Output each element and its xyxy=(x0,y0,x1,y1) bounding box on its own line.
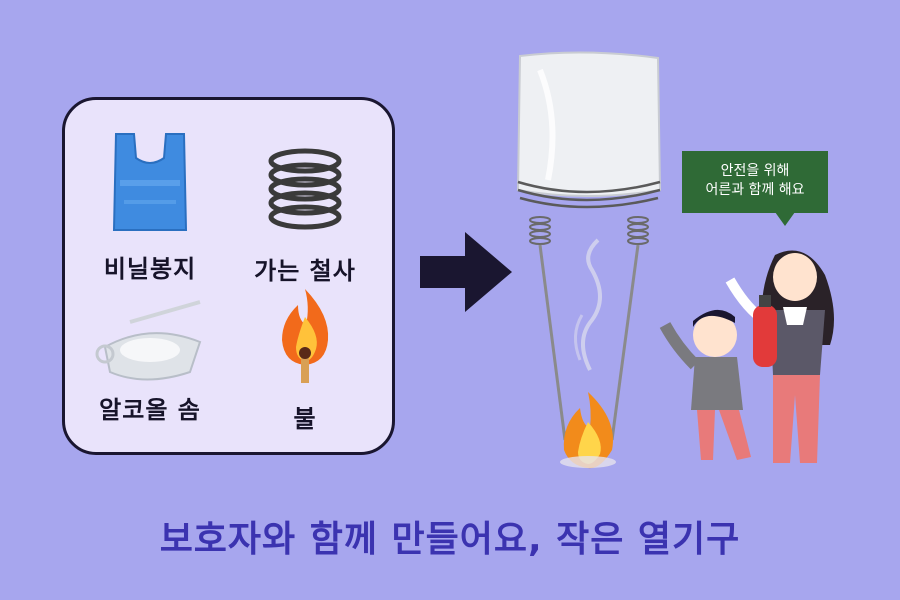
materials-panel: 비닐봉지 가는 철사 알코올 솜 xyxy=(62,97,395,455)
speech-bubble: 안전을 위해 어른과 함께 해요 xyxy=(682,151,828,213)
material-thin-wire: 가는 철사 xyxy=(230,145,380,286)
alcohol-cotton-icon xyxy=(95,300,202,381)
thin-wire-label: 가는 철사 xyxy=(254,257,356,285)
hot-air-balloon-illustration xyxy=(516,51,662,469)
parent-and-child-illustration xyxy=(659,250,834,463)
fire-label: 불 xyxy=(293,405,317,433)
alcohol-cotton-label: 알코올 솜 xyxy=(99,396,201,424)
plastic-bag-icon xyxy=(112,133,188,231)
page-caption: 보호자와 함께 만들어요, 작은 열기구 xyxy=(159,519,741,560)
right-arrow-icon xyxy=(420,232,512,312)
wire-coil-icon xyxy=(268,148,342,230)
match-fire-icon xyxy=(282,289,329,383)
speech-line-2: 어른과 함께 해요 xyxy=(705,182,805,198)
plastic-bag-label: 비닐봉지 xyxy=(103,255,197,283)
speech-line-1: 안전을 위해 xyxy=(720,163,790,179)
material-plastic-bag: 비닐봉지 xyxy=(75,130,225,284)
material-alcohol-cotton: 알코올 솜 xyxy=(75,292,225,425)
material-fire: 불 xyxy=(230,285,380,434)
speech-bubble-tail xyxy=(775,212,795,226)
